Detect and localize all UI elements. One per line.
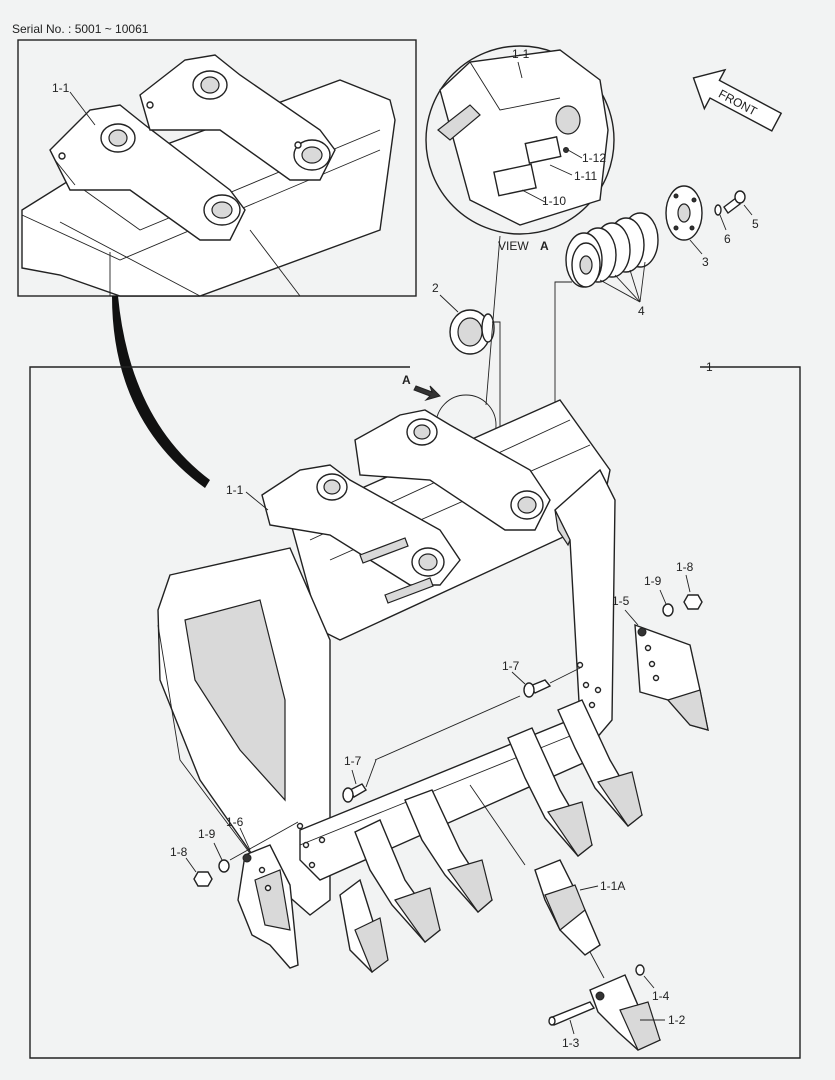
- view-a-detail: 1-1 1-12 1-11 1-10: [425, 45, 615, 235]
- callout-1-8-left: 1-8: [170, 845, 188, 859]
- callout-1-1-view: 1-1: [512, 47, 530, 61]
- bucket-teeth: [339, 695, 643, 973]
- nut-1-8-left: 1-8: [170, 845, 213, 887]
- lock-1-4: 1-4: [635, 964, 670, 1003]
- washer-1-9-right: 1-9: [644, 574, 674, 617]
- callout-6: 6: [724, 232, 731, 246]
- detail-inset: 1-1: [17, 39, 417, 297]
- view-a-arrow-icon: A: [402, 373, 441, 402]
- callout-1-8-right: 1-8: [676, 560, 694, 574]
- callout-1-7-lower: 1-7: [344, 754, 362, 768]
- callout-1-6: 1-6: [226, 815, 244, 829]
- boss-left-front: [100, 123, 136, 153]
- tooth-5: [557, 699, 643, 827]
- callout-1-11: 1-11: [574, 169, 597, 183]
- part-6-washer: 6: [714, 204, 731, 246]
- callout-1-9-left: 1-9: [198, 827, 216, 841]
- side-cutter-left: 1-6: [226, 815, 299, 969]
- nut-1-8-right: 1-8: [676, 560, 703, 610]
- front-arrow-icon: FRONT: [692, 68, 783, 132]
- callout-1-5: 1-5: [612, 594, 630, 608]
- callout-1-12: 1-12: [582, 151, 606, 165]
- callout-1-3: 1-3: [562, 1036, 580, 1050]
- bucket-body: 1-1: [157, 399, 616, 916]
- tooth-4: [507, 727, 593, 857]
- callout-1-1a: 1-1A: [600, 879, 625, 893]
- view-label: VIEW: [498, 239, 529, 253]
- callout-1-1-main: 1-1: [226, 483, 244, 497]
- detail-sweep: [112, 296, 210, 488]
- callout-1-2: 1-2: [668, 1013, 686, 1027]
- part-3-plate: 3: [665, 185, 709, 269]
- callout-5: 5: [752, 217, 759, 231]
- washer-1-9-left: 1-9: [198, 827, 230, 873]
- tooth-2: [354, 819, 441, 943]
- callout-4: 4: [638, 304, 645, 318]
- pin-1-3: 1-3: [548, 1001, 596, 1050]
- bolt-1-7-lower: 1-7: [342, 754, 377, 803]
- boss-right-rear: [293, 139, 331, 171]
- callout-1: 1: [706, 360, 713, 374]
- boss-right-front: [192, 70, 228, 100]
- side-cutter-right: 1-5: [612, 594, 709, 731]
- part-4-shims: 4: [565, 212, 659, 318]
- tooth-1-2: 1-2: [589, 974, 686, 1051]
- part-5-bolt: 5: [723, 190, 759, 231]
- callout-1-7-upper: 1-7: [502, 659, 520, 673]
- callout-1-1-detail: 1-1: [52, 81, 70, 95]
- callout-3: 3: [702, 255, 709, 269]
- tooth-1: [339, 878, 389, 973]
- callout-2: 2: [432, 281, 439, 295]
- adapter-1-1a: 1-1A: [534, 859, 625, 956]
- boss-left-rear: [203, 194, 241, 226]
- serial-number: Serial No. : 5001 ~ 10061: [12, 22, 149, 36]
- main-frame: 1: [29, 360, 801, 1059]
- callout-1-4: 1-4: [652, 989, 670, 1003]
- view-arrow-letter: A: [402, 373, 411, 387]
- callout-1-9-right: 1-9: [644, 574, 662, 588]
- bolt-1-7-upper: 1-7: [502, 659, 581, 698]
- tooth-3: [404, 789, 493, 913]
- callout-1-10: 1-10: [542, 194, 566, 208]
- view-letter: A: [540, 239, 549, 253]
- part-2-cap: 2: [432, 281, 495, 355]
